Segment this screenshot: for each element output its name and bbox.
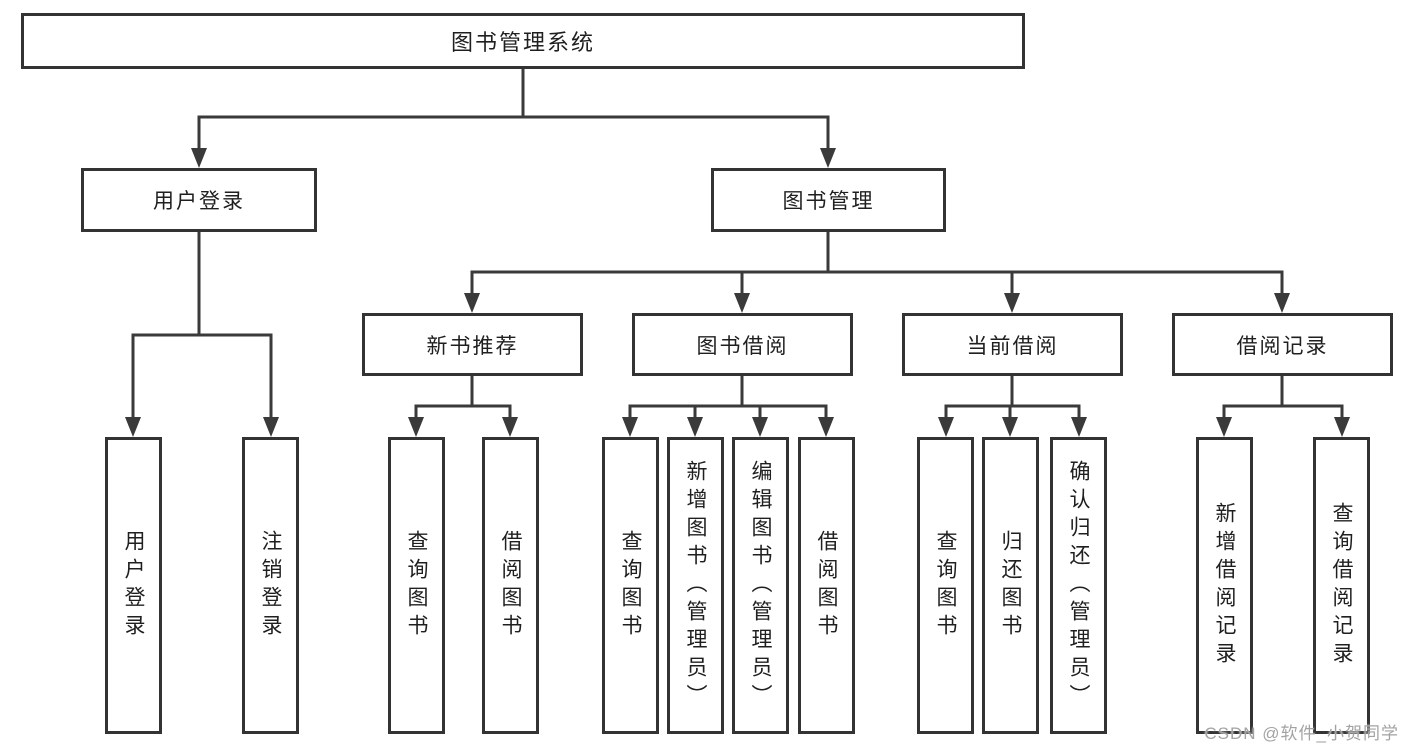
node-leaf-query-books-current: 查询图书: [917, 437, 974, 734]
node-root-system: 图书管理系统: [21, 13, 1025, 69]
node-leaf-add-books-admin: 新增图书（管理员）: [667, 437, 724, 734]
node-leaf-edit-books-admin: 编辑图书（管理员）: [732, 437, 789, 734]
node-leaf-user-login: 用户登录: [105, 437, 162, 734]
node-user-login-label: 用户登录: [153, 190, 245, 213]
node-leaf-borrow-books-recommend: 借阅图书: [482, 437, 539, 734]
node-book-borrow-label: 图书借阅: [696, 334, 789, 358]
node-current-borrow: 当前借阅: [902, 313, 1123, 376]
node-leaf-query-books-recommend: 查询图书: [388, 437, 445, 734]
node-current-borrow-label: 当前借阅: [966, 334, 1059, 358]
node-leaf-add-borrow-record: 新增借阅记录: [1196, 437, 1253, 734]
node-new-book-recommend-label: 新书推荐: [426, 334, 519, 358]
node-user-login: 用户登录: [81, 168, 317, 232]
node-book-management-label: 图书管理: [782, 190, 875, 213]
node-borrow-records-label: 借阅记录: [1236, 334, 1329, 358]
watermark: CSDN @软件_小贺同学: [1204, 724, 1399, 743]
node-leaf-query-borrow-record: 查询借阅记录: [1313, 437, 1370, 734]
node-book-borrow: 图书借阅: [632, 313, 853, 376]
node-leaf-query-books-borrow: 查询图书: [602, 437, 659, 734]
node-root-label: 图书管理系统: [450, 30, 595, 55]
node-leaf-return-books: 归还图书: [982, 437, 1039, 734]
node-book-management: 图书管理: [711, 168, 946, 232]
node-borrow-records: 借阅记录: [1172, 313, 1393, 376]
node-new-book-recommend: 新书推荐: [362, 313, 583, 376]
node-leaf-logout: 注销登录: [242, 437, 299, 734]
node-leaf-confirm-return-admin: 确认归还（管理员）: [1050, 437, 1107, 734]
node-leaf-borrow-books: 借阅图书: [798, 437, 855, 734]
